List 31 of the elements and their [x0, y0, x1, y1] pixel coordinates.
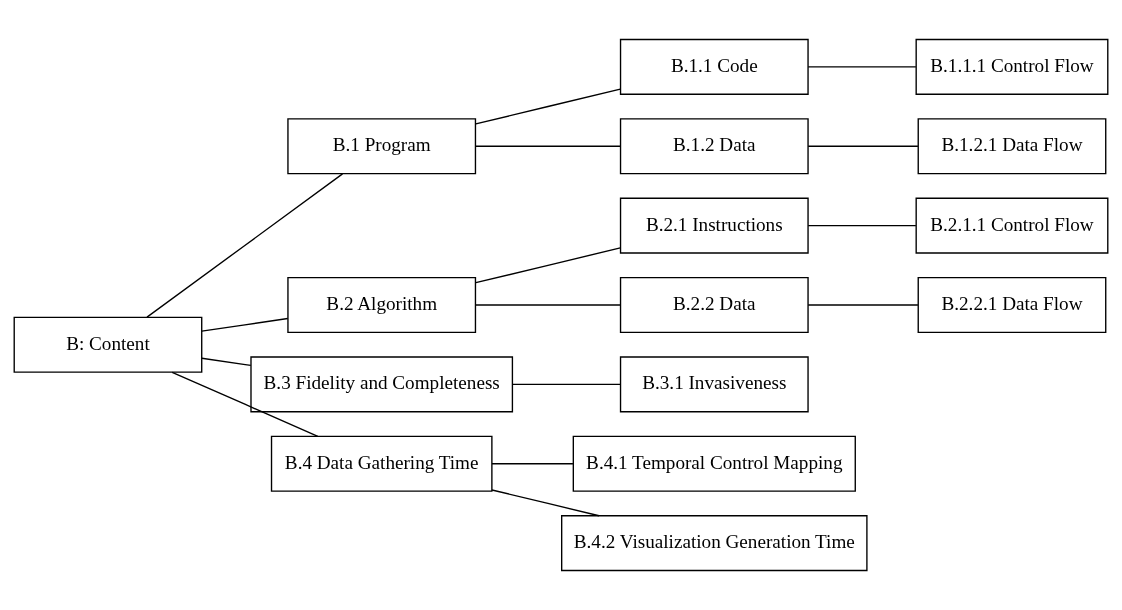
node-box: B.4.1 Temporal Control Mapping — [572, 435, 856, 492]
node-box: B.1 Program — [287, 118, 477, 175]
node-box: B.1.2.1 Data Flow — [917, 118, 1107, 175]
connector — [201, 317, 289, 332]
connector — [807, 145, 919, 147]
node-box: B.1.2 Data — [619, 118, 809, 175]
node-box: B.3.1 Invasiveness — [619, 356, 809, 413]
node-box: B.1.1 Code — [619, 38, 809, 95]
node-box: B.4 Data Gathering Time — [270, 435, 493, 492]
connector — [475, 304, 621, 306]
node-box: B.2.2 Data — [619, 276, 809, 334]
connector — [491, 489, 600, 517]
node-box: B.2.1 Instructions — [619, 197, 809, 254]
node-box: B.2.1.1 Control Flow — [915, 197, 1109, 254]
connector — [491, 463, 574, 465]
connector — [171, 371, 319, 437]
node-box: B.2.2.1 Data Flow — [917, 276, 1107, 334]
connector — [475, 247, 621, 284]
node-box: B.3 Fidelity and Completeness — [250, 356, 514, 413]
connector — [201, 357, 252, 367]
node-box: B.2 Algorithm — [287, 276, 477, 334]
connector — [807, 66, 917, 68]
connector — [146, 173, 344, 318]
node-box: B.4.2 Visualization Generation Time — [561, 515, 868, 572]
node-box: B.1.1.1 Control Flow — [915, 38, 1109, 95]
connector — [807, 304, 919, 306]
connector — [511, 383, 621, 386]
connector — [475, 145, 621, 147]
connector — [475, 88, 621, 125]
connector — [807, 224, 917, 227]
node-box: B: Content — [13, 316, 203, 373]
